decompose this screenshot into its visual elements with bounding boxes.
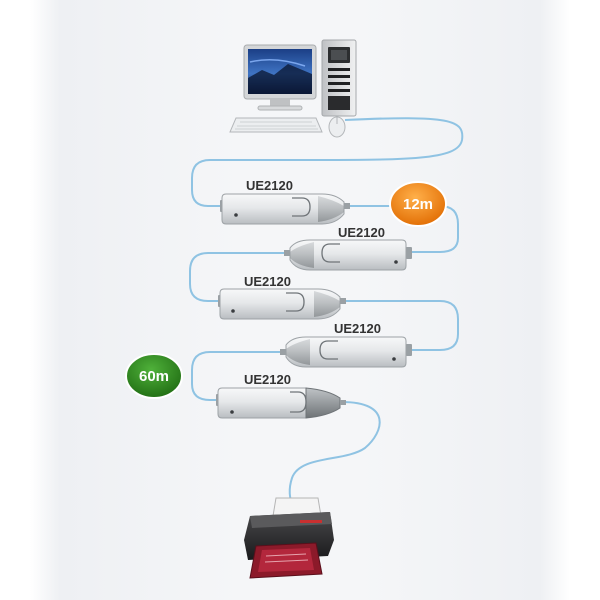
usb-extender-2: UE2120	[284, 225, 412, 271]
cable-extender-1-to-2	[345, 205, 459, 253]
cable-extender-4-to-5	[191, 351, 285, 401]
cable-extender-3-to-4	[340, 300, 459, 351]
extender-label: UE2120	[246, 178, 293, 193]
extender-label: UE2120	[334, 321, 381, 336]
cable-extender-2-to-3	[189, 252, 288, 302]
cable-extender-5-to-printer	[288, 401, 381, 506]
desktop-computer-icon	[229, 39, 357, 138]
usb-extender-3: UE2120	[218, 274, 346, 320]
usb-extender-4: UE2120	[280, 321, 412, 368]
printer-icon	[244, 497, 334, 579]
usb-extender-1: UE2120	[220, 178, 350, 225]
total-length-badge: 60m	[125, 353, 183, 399]
extender-label: UE2120	[244, 274, 291, 289]
usb-cable-chain	[189, 117, 464, 506]
total-length-text: 60m	[139, 368, 169, 385]
segment-length-text: 12m	[403, 196, 433, 213]
extender-label: UE2120	[338, 225, 385, 240]
cable-computer-to-extender-1	[191, 117, 464, 207]
segment-length-badge: 12m	[389, 181, 447, 227]
extender-label: UE2120	[244, 372, 291, 387]
usb-extender-5: UE2120	[216, 372, 346, 419]
